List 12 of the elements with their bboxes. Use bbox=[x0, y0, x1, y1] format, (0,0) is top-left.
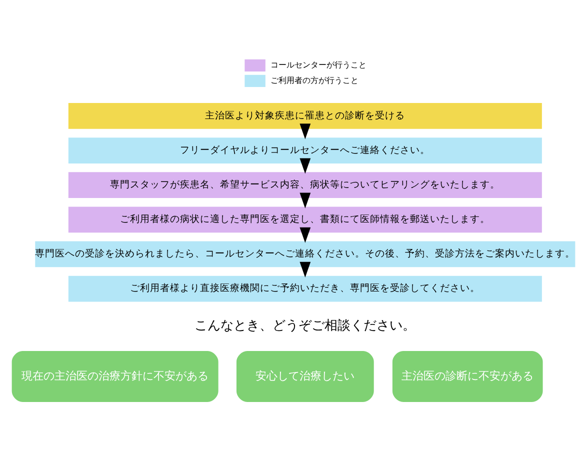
arrow bbox=[300, 192, 311, 208]
arrow bbox=[300, 226, 311, 242]
arrow bbox=[300, 261, 311, 277]
node-box: 現在の主治医の治療方針に不安がある bbox=[12, 350, 218, 402]
legend-label: コールセンターが行うこと bbox=[270, 60, 367, 69]
node-box: ご利用者様より直接医療機関にご予約いただき、専門医を受診してください。 bbox=[68, 275, 542, 302]
arrow bbox=[300, 158, 311, 174]
arrow bbox=[300, 123, 311, 139]
node-box: 主治医の診断に不安がある bbox=[392, 350, 543, 402]
label: こんなとき、どうぞご相談ください。 bbox=[194, 318, 416, 333]
node-box: 安心して治療したい bbox=[236, 350, 374, 402]
legend-label: ご利用者の方が行うこと bbox=[270, 75, 359, 84]
